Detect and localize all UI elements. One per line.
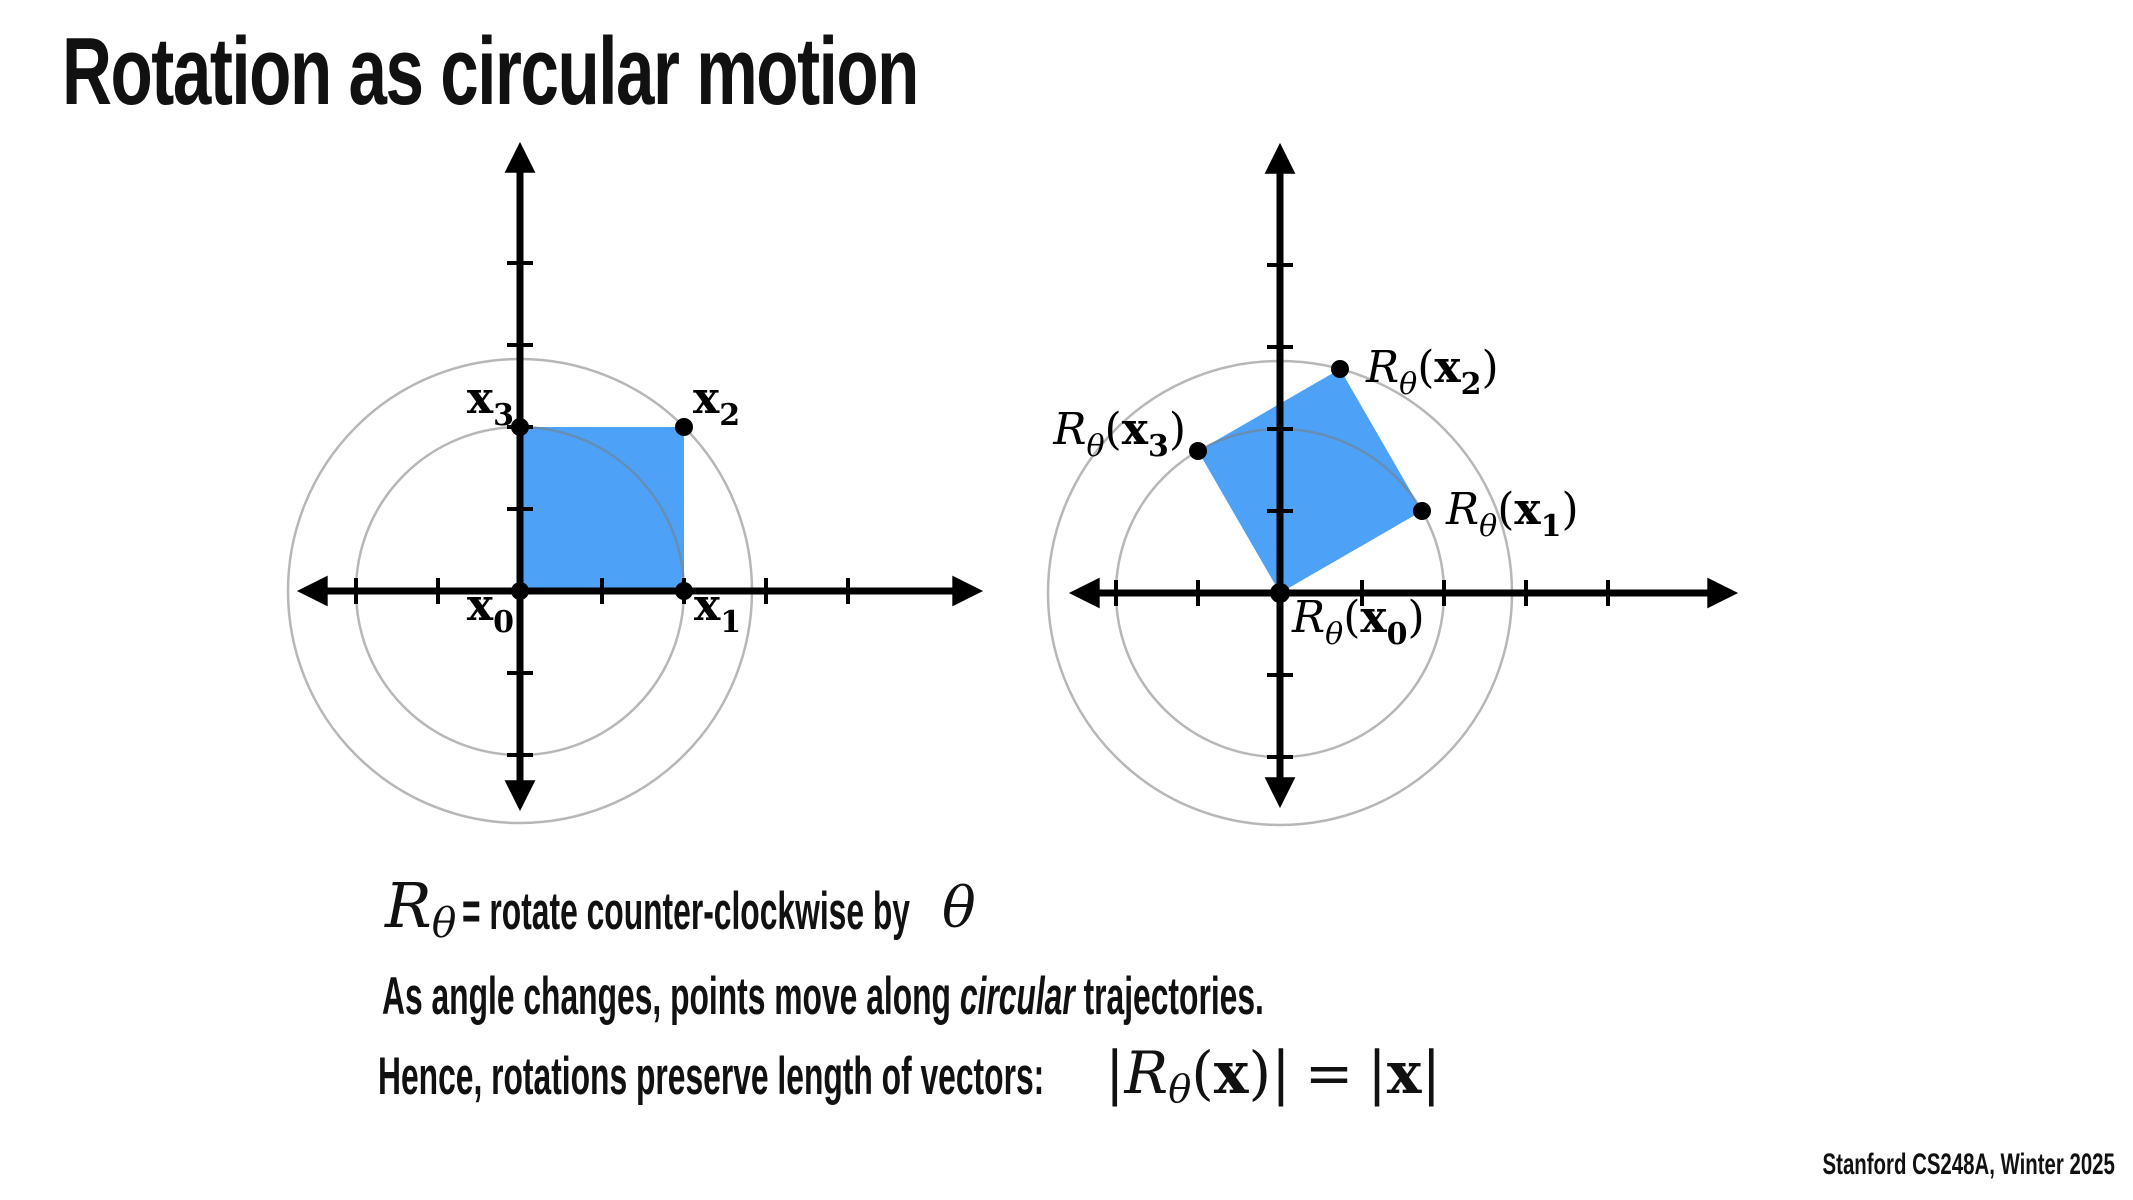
caption-line2: As angle changes, points move along circ…: [382, 970, 1264, 1023]
math-x: x: [1213, 1039, 1249, 1107]
caption-line1-lhs: Rθ: [385, 875, 456, 944]
unit-square: [520, 427, 684, 591]
point-dot-Rx3: [1189, 442, 1207, 460]
caption-line2-pre: As angle changes, points move along: [382, 967, 960, 1026]
close-paren: ): [1248, 1039, 1272, 1107]
point-dot-Rx2: [1331, 360, 1349, 378]
caption-line3-text: Hence, rotations preserve length of vect…: [378, 1047, 1045, 1106]
math-theta: θ: [942, 876, 976, 941]
pipe: |: [1271, 1039, 1291, 1107]
point-dot-x2: [675, 418, 693, 436]
math-x: x: [1386, 1039, 1422, 1107]
point-dot-Rx0: [1270, 583, 1290, 603]
point-label-x2: x2: [693, 373, 740, 433]
math-theta-sub: θ: [431, 898, 457, 947]
point-dot-Rx1: [1413, 502, 1431, 520]
math-R: R: [1124, 1039, 1169, 1107]
vertex-dots: [511, 418, 693, 600]
math-R: R: [385, 869, 432, 942]
point-label-Rx2: Rθ(x2): [1365, 342, 1499, 402]
caption-line3-formula: |Rθ(x)|=|x|: [1105, 1044, 1441, 1109]
point-label-Rx0: Rθ(x0): [1291, 592, 1425, 652]
equals-sign: =: [1304, 1039, 1354, 1107]
axis-ticks: [1114, 263, 1610, 759]
point-label-x1: x1: [694, 580, 741, 640]
point-dot-x0: [511, 582, 529, 600]
pipe: |: [1105, 1039, 1125, 1107]
point-dot-x1: [675, 582, 693, 600]
rotated-square: [1198, 369, 1422, 593]
point-label-x0: x0: [467, 580, 514, 640]
page-title: Rotation as circular motion: [62, 18, 919, 125]
pipe: |: [1421, 1039, 1441, 1107]
point-label-Rx1: Rθ(x1): [1445, 484, 1579, 544]
axes: [1068, 142, 1739, 809]
caption-line1-text: = rotate counter-clockwise by: [462, 882, 911, 941]
pipe: |: [1367, 1039, 1387, 1107]
point-label-Rx3: Rθ(x3): [1052, 404, 1186, 464]
point-dot-x3: [511, 418, 529, 436]
caption-line2-emphasis: circular: [959, 967, 1075, 1026]
point-label-x3: x3: [467, 373, 514, 433]
vertex-dots: [1189, 360, 1431, 603]
footer-credit: Stanford CS248A, Winter 2025: [1822, 1148, 2115, 1181]
math-theta-sub: θ: [1168, 1067, 1192, 1113]
left-diagram: x0 x1 x2 x3: [286, 141, 984, 825]
right-diagram: Rθ(x0) Rθ(x1) Rθ(x2) Rθ(x3): [1046, 142, 1739, 827]
open-paren: (: [1191, 1039, 1214, 1107]
caption-line2-post: trajectories.: [1074, 967, 1264, 1026]
